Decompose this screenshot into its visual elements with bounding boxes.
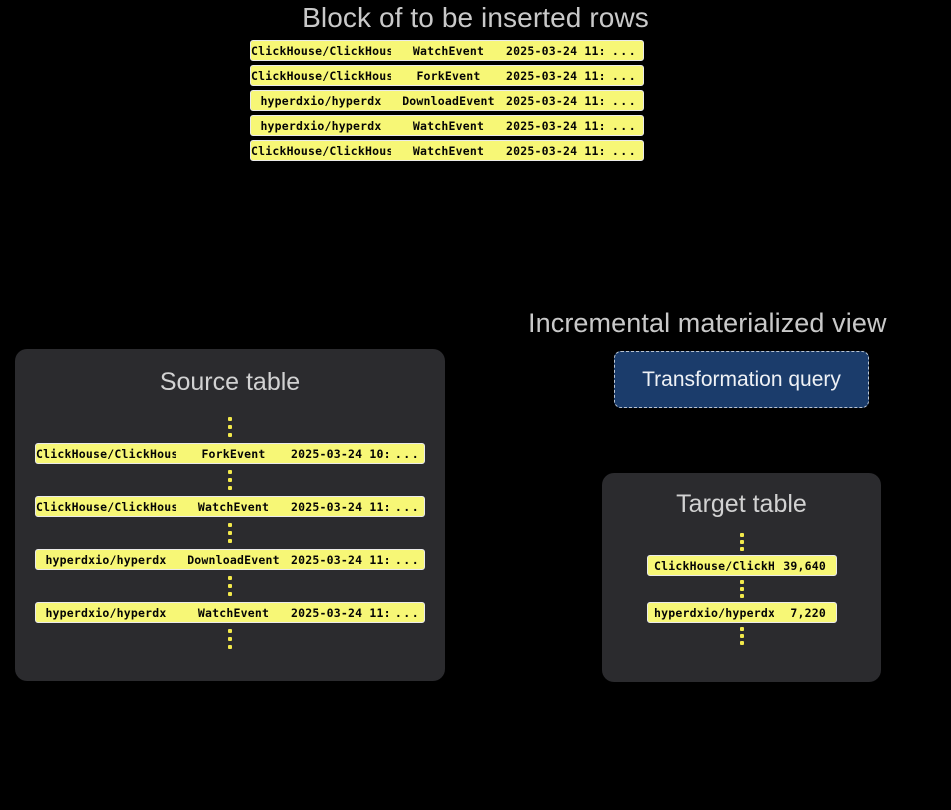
row-ellipsis: ... <box>394 605 421 620</box>
row-event: WatchEvent <box>412 43 485 58</box>
table-row: hyperdxio/hyperdx WatchEvent 2025-03-24 … <box>250 115 644 136</box>
vertical-ellipsis-icon <box>35 517 425 549</box>
row-repo: hyperdxio/hyperdx <box>260 118 382 133</box>
row-repo: hyperdxio/hyperdx <box>260 93 382 108</box>
row-repo: ClickHouse/ClickHouse <box>654 558 774 573</box>
row-event: WatchEvent <box>412 118 485 133</box>
row-ellipsis: ... <box>394 552 421 567</box>
row-timestamp: 2025-03-24 11:35:48 <box>506 93 606 108</box>
table-row: hyperdxio/hyperdx 7,220 <box>647 602 837 623</box>
source-table-rows: ClickHouse/ClickHouse ForkEvent 2025-03-… <box>35 411 425 655</box>
row-ellipsis: ... <box>611 68 638 83</box>
row-event: WatchEvent <box>412 143 485 158</box>
row-count: 39,640 <box>783 558 826 573</box>
row-ellipsis: ... <box>611 43 638 58</box>
row-event: DownloadEvent <box>187 552 280 567</box>
row-repo: hyperdxio/hyperdx <box>45 552 167 567</box>
vertical-ellipsis-icon <box>647 623 837 649</box>
row-timestamp: 2025-03-24 11:32:54 <box>291 499 391 514</box>
table-row: hyperdxio/hyperdx WatchEvent 2025-03-24 … <box>35 602 425 623</box>
row-event: ForkEvent <box>416 68 481 83</box>
row-repo: ClickHouse/ClickHouse <box>251 143 391 158</box>
target-table-rows: ClickHouse/ClickHouse 39,640 hyperdxio/h… <box>647 529 837 649</box>
inserted-rows-block: ClickHouse/ClickHouse WatchEvent 2025-03… <box>250 40 644 165</box>
row-timestamp: 2025-03-24 11:35:52 <box>506 118 606 133</box>
source-table-title: Source table <box>159 368 301 396</box>
row-repo: ClickHouse/ClickHouse <box>36 499 176 514</box>
row-count: 7,220 <box>790 605 826 620</box>
row-event: DownloadEvent <box>402 93 495 108</box>
vertical-ellipsis-icon <box>35 570 425 602</box>
row-timestamp: 2025-03-24 11:35:54 <box>506 143 606 158</box>
row-timestamp: 2025-03-24 10:25:00 <box>291 446 391 461</box>
row-repo: hyperdxio/hyperdx <box>45 605 167 620</box>
table-row: ClickHouse/ClickHouse WatchEvent 2025-03… <box>250 140 644 161</box>
target-table-card: Target table ClickHouse/ClickHouse 39,64… <box>602 473 881 682</box>
row-timestamp: 2025-03-24 11:35:40 <box>506 43 606 58</box>
vertical-ellipsis-icon <box>647 576 837 602</box>
vertical-ellipsis-icon <box>35 411 425 443</box>
table-row: ClickHouse/ClickHouse WatchEvent 2025-03… <box>250 40 644 61</box>
inserted-block-title: Block of to be inserted rows <box>302 2 649 33</box>
row-repo: ClickHouse/ClickHouse <box>36 446 176 461</box>
transformation-query-box[interactable]: Transformation query <box>614 351 869 408</box>
row-event: ForkEvent <box>201 446 266 461</box>
table-row: ClickHouse/ClickHouse WatchEvent 2025-03… <box>35 496 425 517</box>
vertical-ellipsis-icon <box>35 464 425 496</box>
row-repo: hyperdxio/hyperdx <box>654 605 774 620</box>
table-row: hyperdxio/hyperdx DownloadEvent 2025-03-… <box>35 549 425 570</box>
target-table-title: Target table <box>676 490 807 518</box>
row-event: WatchEvent <box>197 499 270 514</box>
source-table-card: Source table ClickHouse/ClickHouse ForkE… <box>15 349 445 681</box>
row-ellipsis: ... <box>611 143 638 158</box>
row-event: WatchEvent <box>197 605 270 620</box>
row-repo: ClickHouse/ClickHouse <box>251 68 391 83</box>
row-timestamp: 2025-03-24 11:20:12 <box>291 552 391 567</box>
materialized-view-title: Incremental materialized view <box>528 308 887 338</box>
table-row: ClickHouse/ClickHouse 39,640 <box>647 555 837 576</box>
row-ellipsis: ... <box>394 499 421 514</box>
table-row: ClickHouse/ClickHouse ForkEvent 2025-03-… <box>35 443 425 464</box>
row-timestamp: 2025-03-24 11:35:44 <box>506 68 606 83</box>
row-ellipsis: ... <box>394 446 421 461</box>
row-repo: ClickHouse/ClickHouse <box>251 43 391 58</box>
vertical-ellipsis-icon <box>647 529 837 555</box>
table-row: ClickHouse/ClickHouse ForkEvent 2025-03-… <box>250 65 644 86</box>
row-timestamp: 2025-03-24 11:28:32 <box>291 605 391 620</box>
vertical-ellipsis-icon <box>35 623 425 655</box>
row-ellipsis: ... <box>611 93 638 108</box>
table-row: hyperdxio/hyperdx DownloadEvent 2025-03-… <box>250 90 644 111</box>
row-ellipsis: ... <box>611 118 638 133</box>
